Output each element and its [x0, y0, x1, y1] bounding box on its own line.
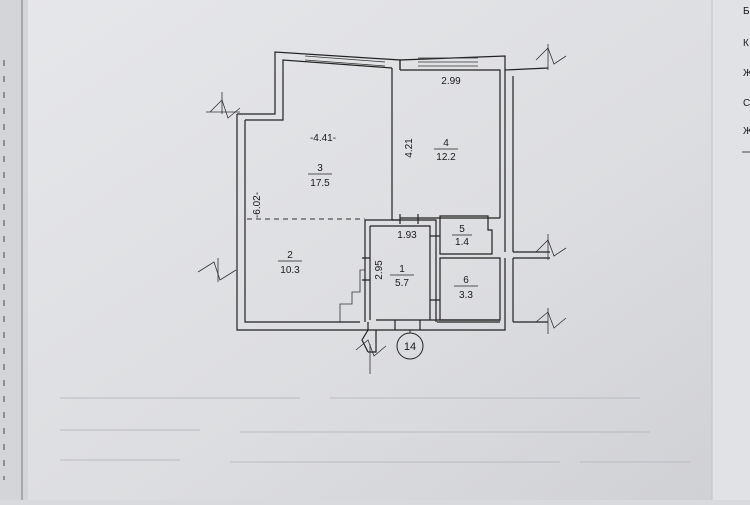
room-number: 5: [459, 224, 465, 235]
room-area: 10.3: [280, 265, 300, 276]
right-page-strip: [711, 0, 750, 500]
room-label-1: 1 5.7: [390, 264, 414, 289]
faint-background-lines: [60, 397, 690, 463]
break-marks: [197, 44, 567, 374]
room-label-4: 4 12.2: [434, 138, 458, 163]
margin-letters: Б К Ж С Ж: [743, 6, 750, 137]
dimension-room3-width: -4.41-: [310, 133, 336, 144]
dimension-room4-width: 2.99: [441, 76, 461, 87]
dimension-room4-length: 4.21: [404, 138, 415, 158]
binder-edge: [0, 0, 28, 500]
room-number: 1: [399, 264, 405, 275]
exterior-walls: [236, 51, 550, 353]
room-number: 3: [317, 163, 323, 174]
room-label-6: 6 3.3: [454, 275, 478, 301]
margin-letter: С: [743, 98, 750, 109]
room-number: 2: [287, 250, 293, 261]
room-area: 3.3: [459, 290, 473, 301]
room-area: 17.5: [310, 178, 330, 189]
margin-letter: Б: [743, 6, 750, 17]
dimension-room3-length: -6.02-: [252, 192, 263, 218]
plan-number-marker: 14: [396, 330, 424, 360]
interior-walls: [247, 214, 501, 330]
room-area: 5.7: [395, 278, 409, 289]
margin-letter: К: [743, 38, 749, 49]
dimension-hall-width: 1.93: [397, 230, 417, 241]
margin-letter: Ж: [743, 126, 750, 137]
room-area: 1.4: [455, 237, 469, 248]
dimension-hall-length: 2.95: [374, 260, 385, 280]
margin-letter: Ж: [743, 68, 750, 79]
plan-number: 14: [404, 341, 416, 353]
room-label-5: 5 1.4: [452, 224, 472, 248]
room-number: 6: [463, 275, 469, 286]
room-label-3: 3 17.5: [308, 163, 332, 189]
room-area: 12.2: [436, 152, 456, 163]
room-number: 4: [443, 138, 449, 149]
room-label-2: 2 10.3: [278, 250, 302, 276]
